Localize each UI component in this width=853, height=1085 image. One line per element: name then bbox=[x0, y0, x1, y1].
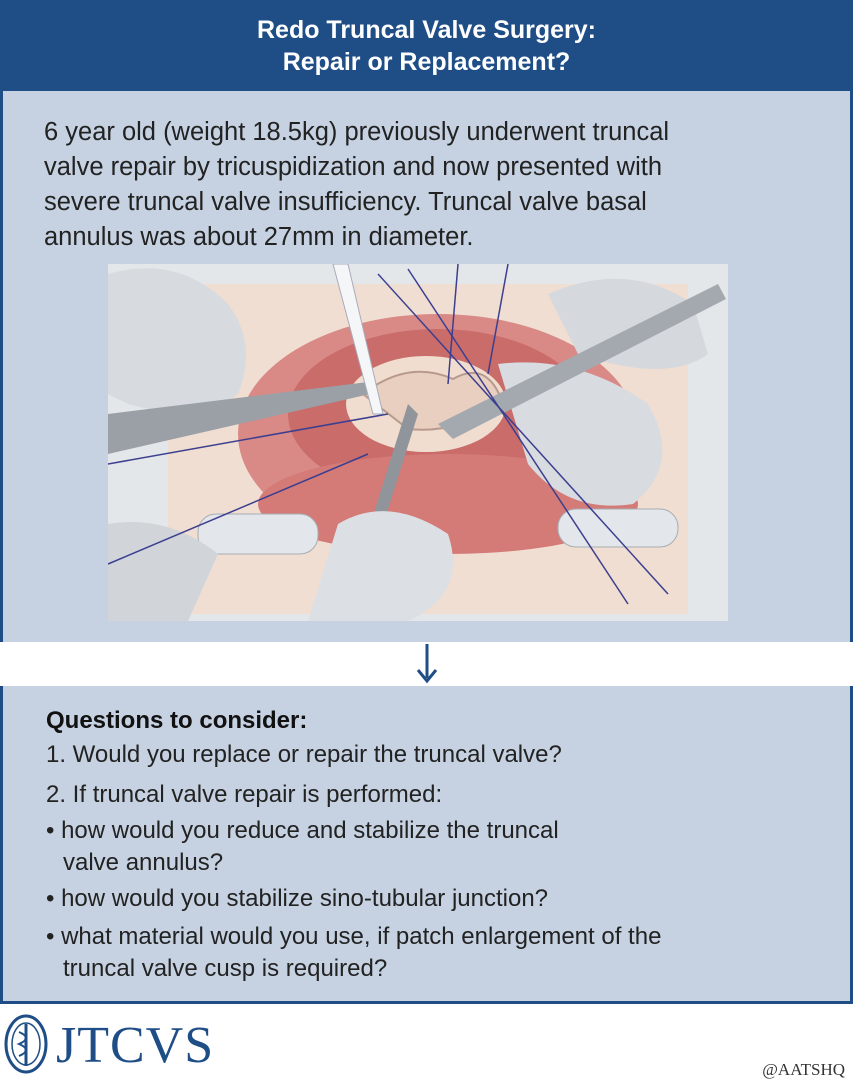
surgical-illustration bbox=[108, 264, 728, 621]
bullet-1-line-2: valve annulus? bbox=[63, 849, 224, 876]
question-1: 1. Would you replace or repair the trunc… bbox=[46, 741, 562, 768]
footer: JTCVS @AATSHQ bbox=[0, 1004, 853, 1085]
twitter-handle: @AATSHQ bbox=[762, 1060, 845, 1079]
case-line-4: annulus was about 27mm in diameter. bbox=[44, 223, 474, 251]
header-banner: Redo Truncal Valve Surgery: Repair or Re… bbox=[0, 0, 853, 91]
bullet-3-line-2: truncal valve cusp is required? bbox=[63, 955, 388, 982]
title-line-2: Repair or Replacement? bbox=[282, 48, 571, 76]
case-line-1: 6 year old (weight 18.5kg) previously un… bbox=[44, 118, 670, 146]
question-2: 2. If truncal valve repair is performed: bbox=[46, 781, 443, 808]
questions-title: Questions to consider: bbox=[46, 707, 308, 734]
bullet-1-line-1: • how would you reduce and stabilize the… bbox=[46, 817, 559, 844]
title-line-1: Redo Truncal Valve Surgery: bbox=[256, 16, 596, 44]
aats-seal-icon bbox=[4, 1014, 48, 1074]
jtcvs-logo: JTCVS bbox=[56, 1017, 215, 1074]
questions-panel: Questions to consider: 1. Would you repl… bbox=[0, 686, 853, 1004]
surgery-drawing bbox=[108, 264, 728, 621]
case-description: 6 year old (weight 18.5kg) previously un… bbox=[44, 115, 824, 255]
bullet-3-line-1: • what material would you use, if patch … bbox=[46, 923, 662, 950]
case-line-3: severe truncal valve insufficiency. Trun… bbox=[44, 188, 647, 216]
case-panel: 6 year old (weight 18.5kg) previously un… bbox=[0, 91, 853, 642]
down-arrow-icon bbox=[416, 644, 438, 684]
arrow-band bbox=[0, 642, 853, 686]
case-line-2: valve repair by tricuspidization and now… bbox=[44, 153, 663, 181]
bullet-2: • how would you stabilize sino-tubular j… bbox=[46, 885, 549, 912]
